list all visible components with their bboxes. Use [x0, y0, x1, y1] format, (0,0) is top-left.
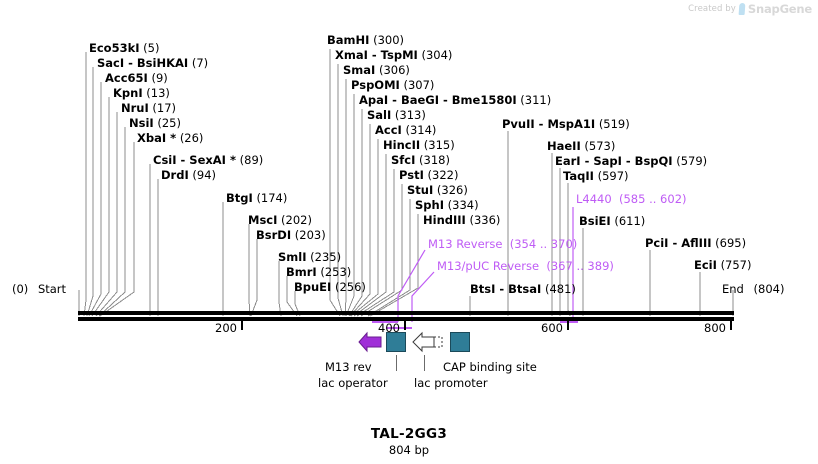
enzyme-label[interactable]: XbaI * (26) — [137, 131, 204, 145]
enzyme-label[interactable]: StuI (326) — [407, 183, 468, 197]
feature-glyph-lac-operator[interactable] — [386, 332, 406, 352]
primer-label[interactable]: M13 Reverse (354 .. 370) — [428, 237, 578, 251]
left-arrow-outline-icon — [412, 331, 443, 353]
end-marker: End (804) — [722, 283, 784, 295]
enzyme-label[interactable]: SfcI (318) — [391, 153, 450, 167]
enzyme-label[interactable]: SacI - BsiHKAI (7) — [97, 56, 209, 70]
feature-glyph-lac-promoter[interactable] — [412, 331, 444, 357]
enzyme-label[interactable]: KpnI (13) — [113, 86, 170, 100]
enzyme-label[interactable]: EarI - SapI - BspQI (579) — [555, 154, 708, 168]
enzyme-label[interactable]: DrdI (94) — [161, 168, 216, 182]
enzyme-label[interactable]: SphI (334) — [415, 198, 479, 212]
enzyme-label[interactable]: Acc65I (9) — [105, 71, 168, 85]
ruler-tick-label: 200 — [215, 321, 237, 335]
enzyme-label[interactable]: AccI (314) — [375, 123, 437, 137]
enzyme-label[interactable]: BpuEI (256) — [294, 280, 366, 294]
enzyme-label[interactable]: TaqII (597) — [563, 169, 629, 183]
enzyme-label[interactable]: PstI (322) — [399, 168, 459, 182]
enzyme-label[interactable]: SmaI (306) — [343, 63, 410, 77]
box-icon — [386, 332, 406, 352]
ruler-tick — [567, 321, 569, 330]
feature-caption-cap-binding-site: CAP binding site — [443, 360, 537, 374]
sequence-length: 804 bp — [388, 443, 430, 457]
enzyme-label[interactable]: BamHI (300) — [327, 33, 405, 47]
enzyme-label[interactable]: HaeII (573) — [547, 139, 616, 153]
end-label: End — [722, 282, 744, 296]
sequence-ruler-top — [78, 311, 734, 315]
feature-stem — [424, 355, 425, 371]
primer-label[interactable]: M13/pUC Reverse (367 .. 389) — [437, 259, 614, 273]
feature-caption-lac-operator: lac operator — [318, 376, 388, 390]
enzyme-label[interactable]: BsiEI (611) — [579, 214, 646, 228]
start-position: (0) — [12, 282, 29, 296]
ruler-tick-label: 800 — [704, 321, 726, 335]
enzyme-label[interactable]: BmrI (253) — [286, 265, 352, 279]
enzyme-label[interactable]: PciI - AflIII (695) — [645, 236, 747, 250]
snapgene-watermark: Created by SnapGene — [688, 2, 812, 16]
sequence-ruler-bottom — [78, 317, 734, 321]
feature-glyph-m13-rev[interactable] — [358, 331, 382, 357]
enzyme-label[interactable]: PspOMI (307) — [351, 78, 435, 92]
ruler-tick-label: 600 — [541, 321, 563, 335]
enzyme-label[interactable]: NsiI (25) — [129, 116, 181, 130]
feature-caption-lac-promoter: lac promoter — [414, 376, 488, 390]
watermark-prefix: Created by — [688, 4, 736, 14]
start-marker: (0) Start — [12, 283, 66, 295]
enzyme-label[interactable]: HincII (315) — [383, 138, 455, 152]
enzyme-label[interactable]: EciI (757) — [694, 258, 752, 272]
ruler-tick — [730, 321, 732, 330]
enzyme-label[interactable]: Eco53kI (5) — [89, 41, 160, 55]
enzyme-label[interactable]: SmlI (235) — [278, 250, 342, 264]
enzyme-label[interactable]: XmaI - TspMI (304) — [335, 48, 453, 62]
enzyme-label[interactable]: CsiI - SexAI * (89) — [153, 153, 264, 167]
feature-caption-m13-rev: M13 rev — [325, 360, 372, 374]
watermark-brand: SnapGene — [747, 2, 812, 16]
primer-label[interactable]: L4440 (585 .. 602) — [576, 192, 687, 206]
end-position: (804) — [753, 282, 785, 296]
box-icon — [450, 332, 470, 352]
ruler-tick — [241, 321, 243, 330]
enzyme-label[interactable]: HindIII (336) — [423, 213, 501, 227]
start-label: Start — [37, 282, 67, 296]
enzyme-label[interactable]: NruI (17) — [121, 101, 177, 115]
enzyme-label[interactable]: BtsI - BtsaI (481) — [470, 282, 576, 296]
enzyme-label[interactable]: ApaI - BaeGI - Bme1580I (311) — [359, 93, 552, 107]
feature-stem — [396, 355, 397, 371]
enzyme-label[interactable]: MscI (202) — [248, 213, 312, 227]
ruler-tick-label: 400 — [378, 321, 400, 335]
feature-glyph-cap-binding-site[interactable] — [450, 332, 470, 352]
enzyme-label[interactable]: BsrDI (203) — [256, 228, 326, 242]
enzyme-label[interactable]: SalI (313) — [367, 108, 426, 122]
enzyme-label[interactable]: PvuII - MspA1I (519) — [502, 117, 630, 131]
left-arrow-icon — [358, 331, 382, 353]
enzyme-label[interactable]: BtgI (174) — [226, 191, 288, 205]
ruler-tick — [404, 321, 406, 330]
page-title: TAL-2GG3 — [370, 426, 448, 442]
